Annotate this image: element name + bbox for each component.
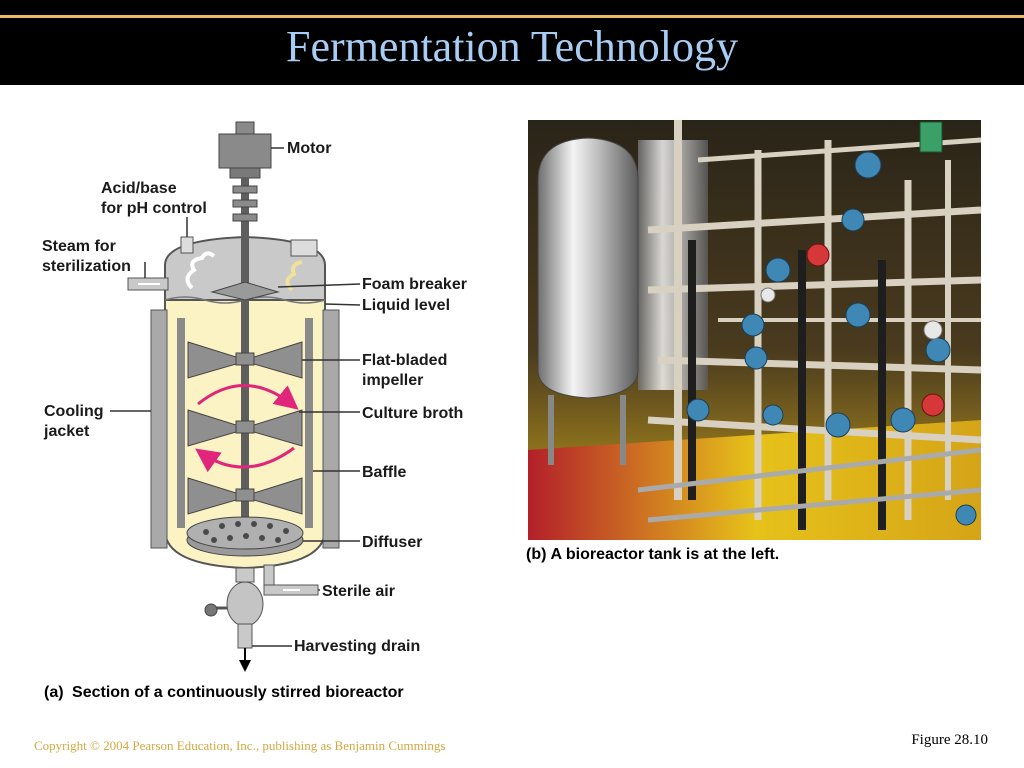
bioreactor-tank — [537, 137, 708, 465]
leader-lines — [110, 147, 361, 647]
label-jacket: jacket — [43, 423, 90, 440]
label-impeller: impeller — [362, 372, 423, 389]
photo-caption-tag: (b) — [526, 546, 547, 563]
label-ph-control: for pH control — [101, 200, 207, 217]
acid-base-port — [180, 236, 194, 254]
top-port — [290, 239, 318, 257]
cooling-jacket — [150, 309, 340, 549]
label-sterile-air: Sterile air — [322, 583, 395, 600]
label-liquid-level: Liquid level — [362, 297, 450, 314]
sterile-air-inlet — [263, 564, 319, 596]
impeller-shaft — [232, 178, 258, 518]
foam-breaker — [210, 281, 280, 301]
figure-number: Figure 28.10 — [911, 732, 988, 748]
label-acid-base: Acid/base — [101, 180, 177, 197]
label-sterilization: sterilization — [42, 258, 131, 275]
label-motor: Motor — [287, 140, 331, 157]
label-diffuser: Diffuser — [362, 534, 422, 551]
diffuser — [186, 516, 304, 557]
photo-caption-text: A bioreactor tank is at the left. — [550, 546, 780, 563]
harvesting-drain — [204, 567, 264, 672]
pipe-frame — [647, 120, 981, 520]
bioreactor-diagram: Motor Acid/base for pH control Steam for… — [42, 121, 467, 701]
baffle — [177, 318, 313, 528]
label-baffle: Baffle — [362, 464, 407, 481]
label-harvesting-drain: Harvesting drain — [294, 638, 420, 655]
steam-puff — [285, 260, 303, 292]
label-steam: Steam for — [42, 238, 116, 255]
label-flat-bladed: Flat-bladed — [362, 352, 447, 369]
label-culture-broth: Culture broth — [362, 405, 463, 422]
slide-title: Fermentation Technology — [286, 22, 738, 71]
steam-puff — [185, 251, 216, 290]
steam-inlet — [127, 277, 169, 291]
title-rule — [0, 15, 1024, 18]
photo-caption: (b)A bioreactor tank is at the left. — [526, 546, 779, 564]
support-legs — [688, 240, 886, 530]
diagram-caption-tag: (a) — [44, 684, 64, 701]
flat-bladed-impeller — [187, 341, 303, 515]
control-valves — [686, 121, 977, 526]
diagram-caption: (a) Section of a continuously stirred bi… — [44, 684, 404, 701]
flow-arrows — [195, 384, 299, 473]
bioreactor-photo — [528, 120, 981, 540]
motor — [218, 121, 272, 179]
label-foam-breaker: Foam breaker — [362, 276, 467, 293]
floor-frame — [637, 447, 981, 523]
copyright-notice: Copyright © 2004 Pearson Education, Inc.… — [34, 738, 446, 753]
title-bar: Fermentation Technology — [0, 0, 1024, 85]
diagram-caption-text: Section of a continuously stirred biorea… — [72, 684, 404, 701]
label-cooling: Cooling — [44, 403, 104, 420]
